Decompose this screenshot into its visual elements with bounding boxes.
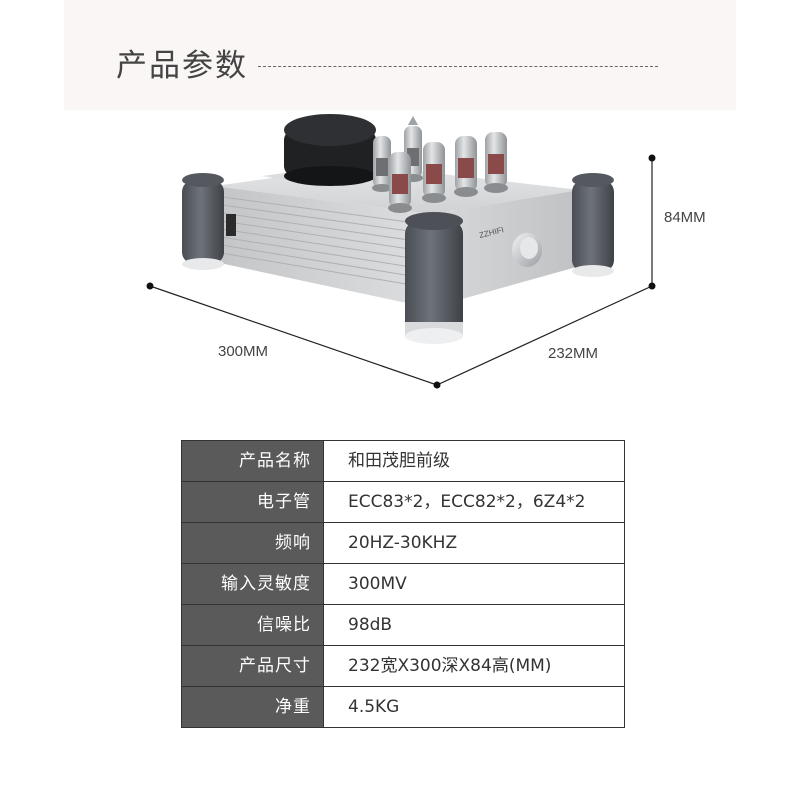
spec-label: 产品尺寸 [181, 645, 324, 687]
vacuum-tube [372, 136, 392, 192]
dimension-height-label: 84MM [664, 209, 706, 226]
vacuum-tube [422, 142, 446, 203]
vacuum-tubes [372, 116, 508, 213]
page-title: 产品参数 [116, 48, 248, 84]
spec-value: 98dB [323, 604, 625, 646]
spec-label: 电子管 [181, 481, 324, 523]
spec-label: 输入灵敏度 [181, 563, 324, 605]
spec-value: 300MV [323, 563, 625, 605]
product-image: ZZHIFI [146, 114, 656, 389]
foot-rear-right [572, 173, 614, 277]
dimension-width-label: 300MM [218, 343, 269, 360]
table-row: 净重 4.5KG [181, 686, 625, 728]
spec-label: 频响 [181, 522, 324, 564]
spec-value: ECC83*2，ECC82*2，6Z4*2 [323, 481, 625, 523]
foot-front [405, 212, 463, 344]
spec-label: 产品名称 [181, 440, 324, 482]
spec-label: 净重 [181, 686, 324, 728]
table-row: 电子管 ECC83*2，ECC82*2，6Z4*2 [181, 481, 625, 523]
dimension-depth-label: 232MM [548, 345, 599, 362]
table-row: 产品尺寸 232宽X300深X84高(MM) [181, 645, 625, 687]
spec-value: 4.5KG [323, 686, 625, 728]
vacuum-tube [388, 152, 412, 213]
spec-value: 232宽X300深X84高(MM) [323, 645, 625, 687]
spec-value: 和田茂胆前级 [323, 440, 625, 482]
volume-knob [512, 233, 542, 267]
transformer-cover [284, 114, 376, 186]
spec-label: 信噪比 [181, 604, 324, 646]
table-row: 产品名称 和田茂胆前级 [181, 440, 625, 482]
table-row: 频响 20HZ-30KHZ [181, 522, 625, 564]
table-row: 输入灵敏度 300MV [181, 563, 625, 605]
spec-table: 产品名称 和田茂胆前级 电子管 ECC83*2，ECC82*2，6Z4*2 频响… [181, 440, 625, 728]
vacuum-tube [484, 132, 508, 193]
dimension-lines [146, 154, 656, 389]
header-band [64, 0, 736, 110]
title-divider [258, 66, 658, 67]
table-row: 信噪比 98dB [181, 604, 625, 646]
foot-rear-left [182, 173, 224, 270]
vacuum-tube [454, 136, 478, 197]
spec-value: 20HZ-30KHZ [323, 522, 625, 564]
